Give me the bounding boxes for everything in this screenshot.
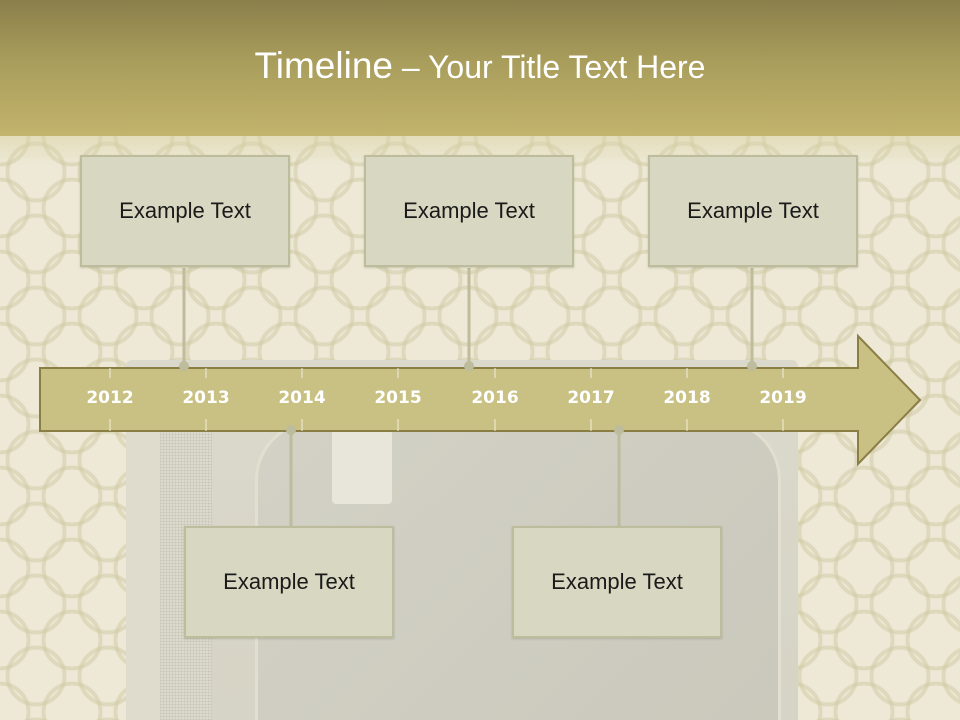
connector-dot (179, 361, 189, 371)
year-label: 2014 (278, 388, 325, 408)
connector-dot (464, 361, 474, 371)
event-box-bottom-1: Example Text (184, 526, 394, 638)
event-box-top-2: Example Text (364, 155, 574, 267)
connector-dot (614, 425, 624, 435)
event-text: Example Text (119, 198, 251, 223)
title-main: Timeline (254, 45, 393, 86)
event-text: Example Text (403, 198, 535, 223)
year-label: 2016 (471, 388, 518, 408)
connector-dot (286, 425, 296, 435)
connector-dot (747, 361, 757, 371)
connectors (182, 268, 754, 527)
title-dash: – (392, 49, 428, 85)
event-box-top-1: Example Text (80, 155, 290, 267)
event-text: Example Text (551, 569, 683, 594)
year-label: 2012 (86, 388, 133, 408)
year-label: 2013 (182, 388, 229, 408)
year-ticks (109, 368, 784, 431)
year-label: 2019 (759, 388, 806, 408)
year-label: 2017 (567, 388, 614, 408)
slide-title: Timeline – Your Title Text Here (0, 42, 960, 91)
title-sub: Your Title Text Here (427, 49, 706, 85)
event-text: Example Text (687, 198, 819, 223)
event-text: Example Text (223, 569, 355, 594)
title-bar: Timeline – Your Title Text Here (0, 0, 960, 136)
event-box-bottom-2: Example Text (512, 526, 722, 638)
year-label: 2015 (374, 388, 421, 408)
connector-dots (179, 361, 757, 435)
tv-screen-glare (332, 430, 392, 504)
event-box-top-3: Example Text (648, 155, 858, 267)
tv-side-panel (126, 420, 166, 720)
year-labels: 2012 2013 2014 2015 2016 2017 2018 2019 (86, 388, 806, 408)
year-label: 2018 (663, 388, 710, 408)
timeline-arrow (39, 333, 922, 467)
